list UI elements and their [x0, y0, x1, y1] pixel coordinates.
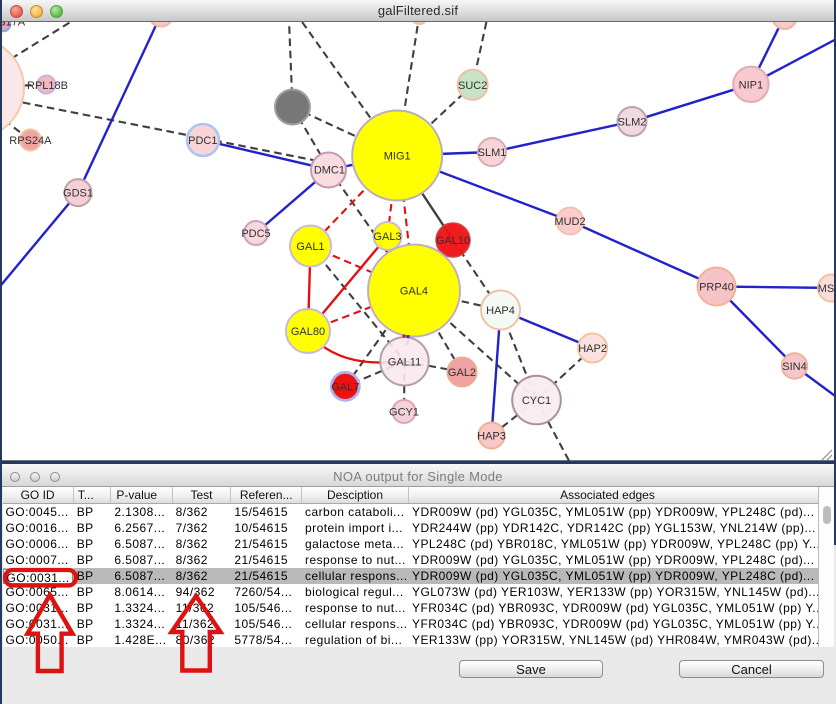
svg-text:GDS1: GDS1: [63, 188, 93, 200]
svg-text:GAL10: GAL10: [436, 235, 470, 247]
svg-text:MUD2: MUD2: [554, 216, 585, 228]
svg-text:GCY1: GCY1: [389, 407, 419, 419]
svg-text:GAL3: GAL3: [373, 231, 401, 243]
svg-text:HAP4: HAP4: [486, 305, 515, 317]
svg-text:GAL7: GAL7: [331, 381, 359, 393]
svg-text:SIN4: SIN4: [782, 361, 806, 373]
svg-text:MSN5: MSN5: [818, 283, 836, 295]
svg-text:GAL80: GAL80: [291, 326, 325, 338]
svg-text:GAL11: GAL11: [388, 356, 421, 368]
svg-text:CYC1: CYC1: [522, 395, 551, 407]
svg-text:PRP40: PRP40: [699, 282, 734, 294]
svg-text:NIP1: NIP1: [739, 79, 763, 91]
svg-text:RPS24A: RPS24A: [9, 135, 52, 147]
svg-text:SLM2: SLM2: [618, 117, 647, 129]
svg-text:PDC1: PDC1: [188, 135, 217, 147]
svg-text:SLM1: SLM1: [478, 147, 507, 159]
svg-text:MIG1: MIG1: [384, 151, 411, 163]
svg-text:GAL1: GAL1: [296, 241, 324, 253]
svg-text:RPL18B: RPL18B: [27, 80, 68, 92]
svg-text:GAL2: GAL2: [448, 367, 476, 379]
svg-text:GAL4: GAL4: [400, 286, 428, 298]
svg-text:PDC5: PDC5: [241, 228, 270, 240]
svg-text:HAP3: HAP3: [477, 431, 506, 443]
svg-text:HAP2: HAP2: [578, 343, 607, 355]
svg-text:DMC1: DMC1: [314, 165, 345, 177]
svg-text:SUC2: SUC2: [458, 80, 487, 92]
